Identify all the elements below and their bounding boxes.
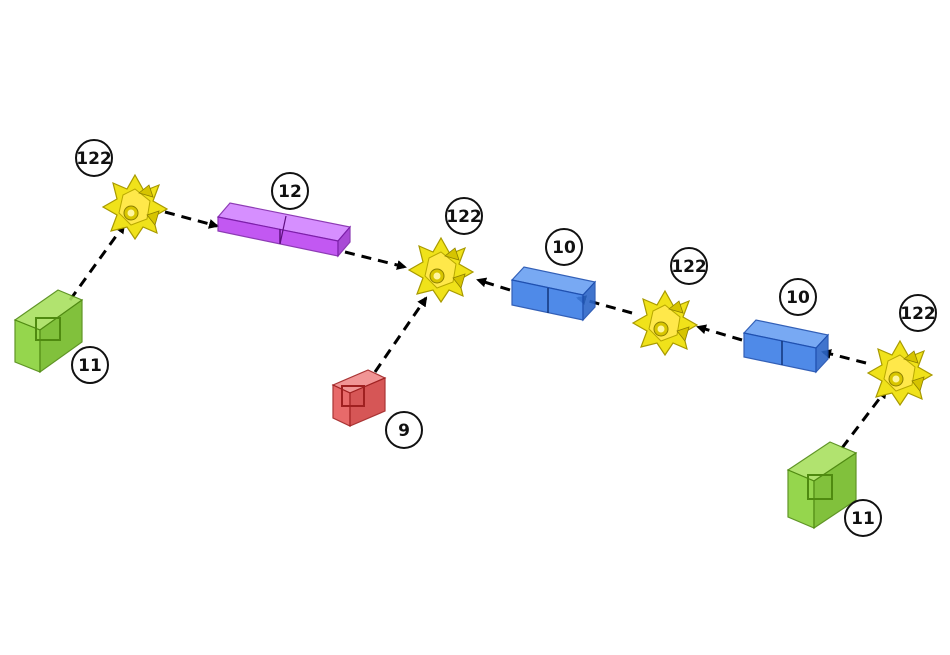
label-text: 122 [671,257,707,277]
label-text: 12 [278,182,302,202]
arrow-connector-to-purple [165,212,217,226]
arrow-blue-right-to-connector [698,327,742,340]
connector-mid-right [633,291,697,355]
blue-beam-left [512,267,595,320]
label-blue-beam-left: 10 [546,229,582,265]
label-connector-top-left: 122 [76,140,112,176]
label-text: 11 [78,356,102,376]
label-text: 122 [76,149,112,169]
connector-far-right [868,341,932,405]
connector-top-left [103,175,167,239]
label-text: 122 [446,207,482,227]
label-green-right: 11 [845,500,881,536]
connector-center [409,238,473,302]
label-green-left: 11 [72,347,108,383]
blue-beam-right [744,320,828,372]
arrow-blue-to-connector [478,280,510,290]
arrow-connector-to-blue-right [823,352,866,363]
red-cube [333,370,385,426]
arrow-green-left-to-connector [70,225,124,300]
arrow-green-right-to-connector [842,390,886,448]
label-text: 122 [900,304,936,324]
purple-beam [218,203,350,256]
arrow-purple-to-connector [345,252,405,267]
label-red-cube: 9 [386,412,422,448]
label-connector-center: 122 [446,198,482,234]
label-connector-far-right: 122 [900,295,936,331]
label-blue-beam-right: 10 [780,279,816,315]
label-purple-beam: 12 [272,173,308,209]
arrow-red-to-connector [375,298,426,372]
label-connector-mid-right: 122 [671,248,707,284]
label-text: 10 [786,288,810,308]
label-text: 9 [398,421,410,441]
label-text: 10 [552,238,576,258]
label-text: 11 [851,509,875,529]
